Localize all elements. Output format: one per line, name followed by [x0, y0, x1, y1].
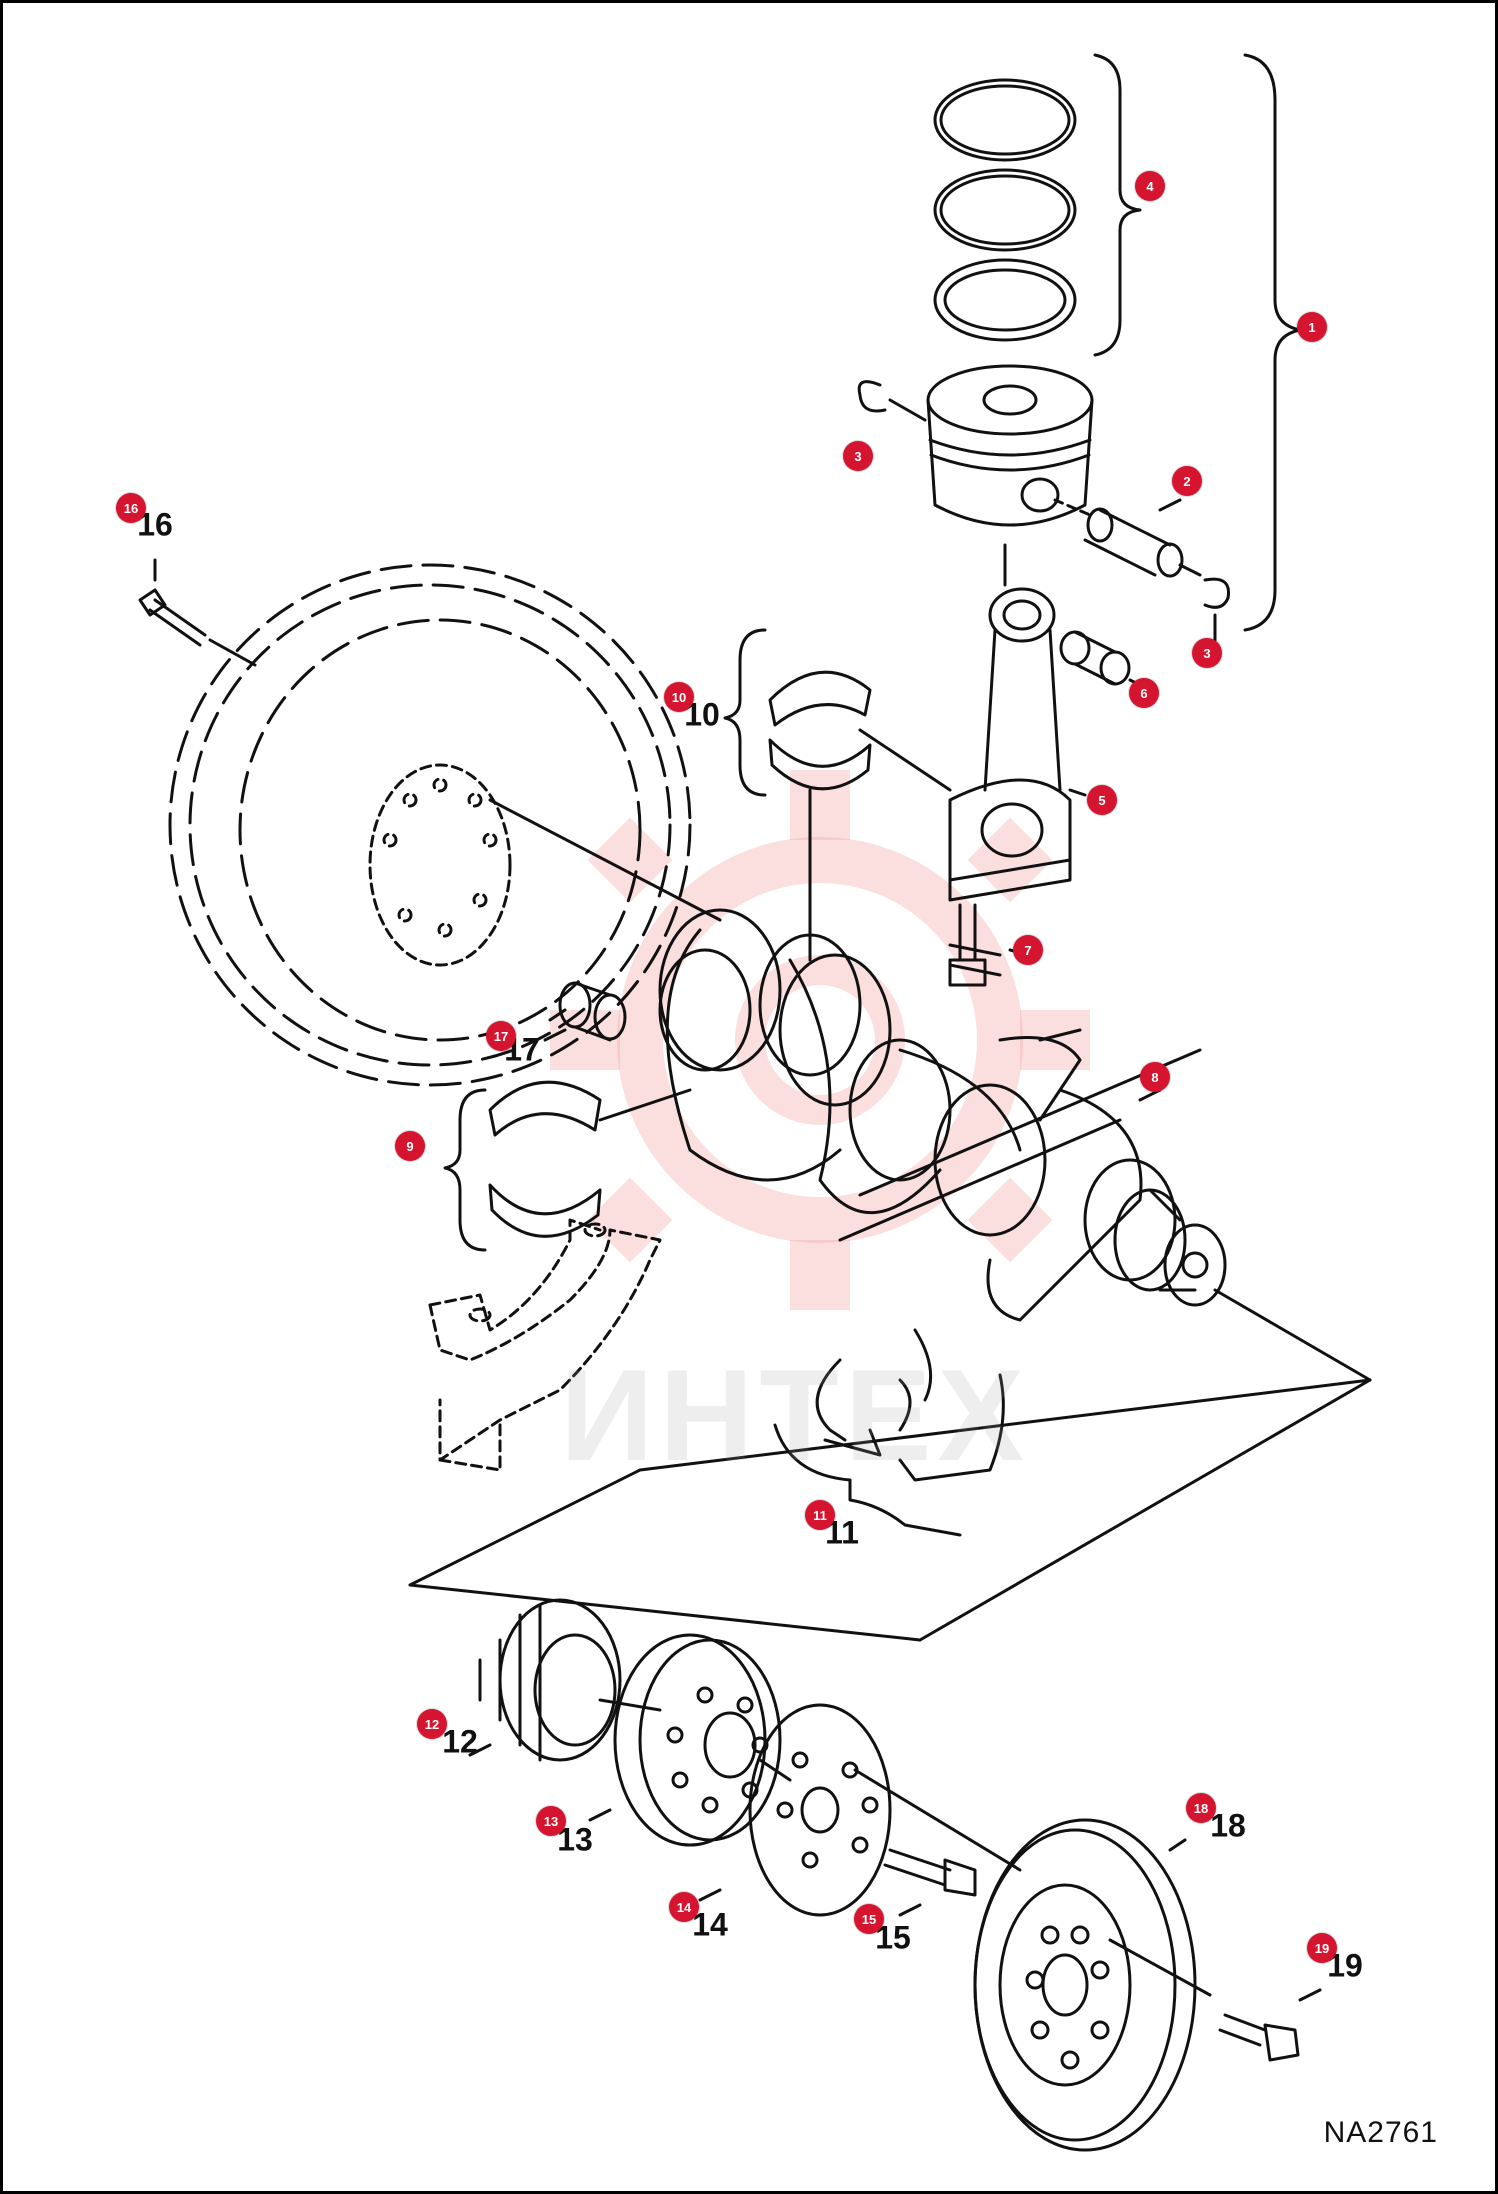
bracket-rings	[1093, 53, 1142, 357]
part-number-18-label: 18	[1210, 1807, 1246, 1844]
callout-7[interactable]: 7	[1013, 935, 1043, 965]
bracket-conrod-shells	[723, 628, 767, 797]
front-assembly-frame	[408, 1378, 1372, 1642]
pilot-bush	[543, 981, 627, 1042]
callout-2[interactable]: 2	[1172, 466, 1202, 496]
bracket-main-shells	[443, 1088, 487, 1252]
callout-16[interactable]: 16	[116, 493, 146, 523]
callout-5[interactable]: 5	[1087, 785, 1117, 815]
flywheel	[168, 563, 692, 1087]
reference-code: NA2761	[1323, 2116, 1438, 2149]
callout-14[interactable]: 14	[669, 1892, 699, 1922]
main-bearing-cap	[428, 1218, 662, 1472]
callout-19[interactable]: 19	[1307, 1933, 1337, 1963]
callout-10[interactable]: 10	[664, 682, 694, 712]
callout-18[interactable]: 18	[1186, 1793, 1216, 1823]
callout-1[interactable]: 1	[1297, 312, 1327, 342]
piston-pin	[1053, 498, 1202, 578]
callout-3-right[interactable]: 3	[1192, 638, 1222, 668]
callout-4[interactable]: 4	[1135, 171, 1165, 201]
conrod-bolts	[948, 903, 1002, 987]
crank-gear	[478, 1598, 622, 1762]
callout-6[interactable]: 6	[1129, 678, 1159, 708]
spacer-bolt	[883, 1848, 977, 1897]
drive-pulley	[973, 1818, 1197, 2152]
piston-rings	[933, 78, 1077, 342]
pulley-bolt	[1218, 2013, 1300, 2062]
spacer-plate	[748, 1703, 892, 1917]
connecting-rod	[948, 543, 1072, 902]
callout-8[interactable]: 8	[1140, 1062, 1170, 1092]
watermark-text: ИНТЕХ	[560, 1342, 1031, 1488]
bracket-thrust-washers	[773, 1423, 962, 1537]
circlip-right	[1203, 577, 1231, 609]
callout-9[interactable]: 9	[395, 1131, 425, 1161]
conrod-bearing-shells	[768, 670, 952, 962]
main-bearing-shells	[488, 1080, 692, 1238]
bracket-piston-assembly	[1243, 53, 1302, 632]
flywheel-bolt	[138, 558, 257, 667]
callout-13[interactable]: 13	[536, 1806, 566, 1836]
callout-17[interactable]: 17	[486, 1021, 516, 1051]
flywheel-hub	[368, 763, 512, 967]
part-number-14-label: 14	[692, 1906, 728, 1943]
piston	[926, 364, 1094, 527]
callout-11[interactable]: 11	[805, 1500, 835, 1530]
part-number-12-label: 12	[442, 1723, 478, 1760]
small-end-bush	[1059, 630, 1131, 686]
circlip-left	[857, 380, 887, 413]
pulley-hub	[613, 1633, 782, 1847]
callout-12[interactable]: 12	[417, 1709, 447, 1739]
callout-15[interactable]: 15	[854, 1904, 884, 1934]
callout-3-left[interactable]: 3	[843, 441, 873, 471]
